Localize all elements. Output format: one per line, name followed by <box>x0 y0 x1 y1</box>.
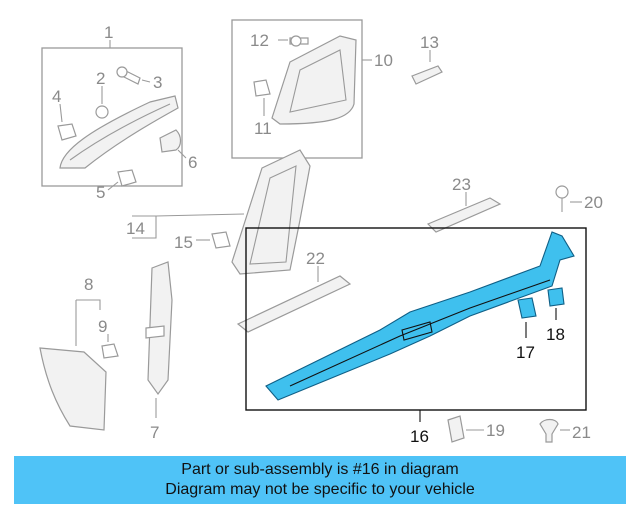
callout-4[interactable]: 4 <box>52 87 61 106</box>
banner-line-1: Part or sub-assembly is #16 in diagram <box>181 461 459 478</box>
part-18-clip[interactable] <box>547 287 565 307</box>
callout-19[interactable]: 19 <box>486 421 505 440</box>
callout-15[interactable]: 15 <box>174 233 193 252</box>
callout-17[interactable]: 17 <box>516 343 535 362</box>
callout-16[interactable]: 16 <box>410 427 429 446</box>
callout-14[interactable]: 14 <box>126 219 145 238</box>
part-19-clip[interactable] <box>447 415 465 443</box>
part-20-screw[interactable] <box>555 185 569 199</box>
part-1-trim-panel[interactable] <box>59 95 179 169</box>
callout-23[interactable]: 23 <box>452 175 471 194</box>
callout-13[interactable]: 13 <box>420 33 439 52</box>
callout-3[interactable]: 3 <box>153 73 162 92</box>
callout-11[interactable]: 11 <box>254 119 272 138</box>
part-16-sill-plate-highlighted[interactable] <box>265 231 575 401</box>
callout-20[interactable]: 20 <box>584 193 603 212</box>
callout-6[interactable]: 6 <box>188 153 197 172</box>
banner-line-2: Diagram may not be specific to your vehi… <box>165 481 475 498</box>
part-9-clip[interactable] <box>101 343 119 359</box>
part-5-clip[interactable] <box>117 169 137 187</box>
parts-diagram: 1 3 2 4 5 6 10 12 11 13 14 15 2 <box>39 19 603 446</box>
part-17-clip[interactable] <box>517 297 537 319</box>
group-box-16 <box>245 227 587 411</box>
part-8-lower-trim[interactable] <box>39 347 107 431</box>
callout-5[interactable]: 5 <box>96 183 105 202</box>
part-22-scuff-plate[interactable] <box>236 275 352 333</box>
group-box-1 <box>41 47 183 187</box>
part-13-trim-piece[interactable] <box>411 65 443 85</box>
callout-7[interactable]: 7 <box>150 423 159 442</box>
info-banner: Part or sub-assembly is #16 in diagram D… <box>14 456 626 504</box>
callout-18[interactable]: 18 <box>546 325 565 344</box>
callout-10[interactable]: 10 <box>374 51 393 70</box>
callout-12[interactable]: 12 <box>250 31 269 50</box>
callout-2[interactable]: 2 <box>96 69 105 88</box>
part-6-cap[interactable] <box>159 129 182 153</box>
callout-22[interactable]: 22 <box>306 249 325 268</box>
part-14-b-pillar-trim[interactable] <box>231 149 311 275</box>
callout-1[interactable]: 1 <box>104 23 113 42</box>
part-4-clip[interactable] <box>57 123 77 141</box>
part-21-push-pin[interactable] <box>539 418 559 443</box>
callout-9[interactable]: 9 <box>98 317 107 336</box>
part-15-clip[interactable] <box>211 231 231 249</box>
part-11-clip[interactable] <box>253 79 271 97</box>
part-23-sill-trim[interactable] <box>426 197 502 233</box>
callout-21[interactable]: 21 <box>572 423 591 442</box>
callout-8[interactable]: 8 <box>84 275 93 294</box>
part-2-clip[interactable] <box>95 105 109 119</box>
